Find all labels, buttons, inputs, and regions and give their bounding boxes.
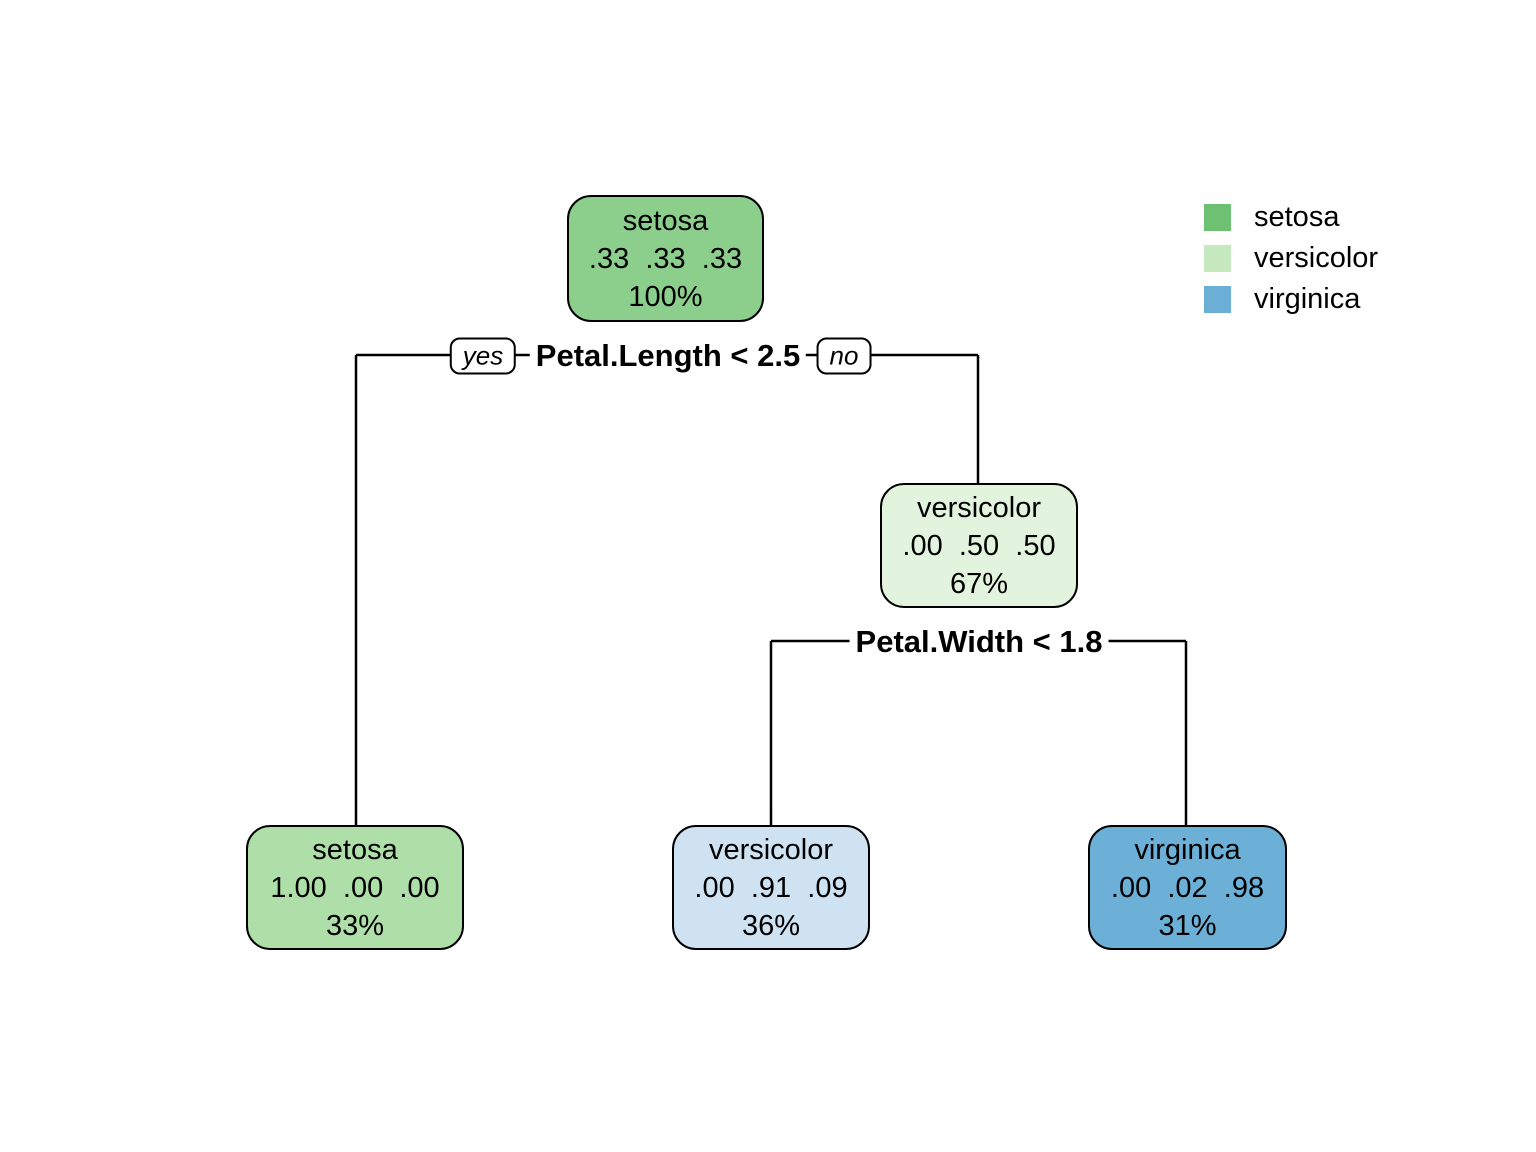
legend-label: versicolor xyxy=(1254,242,1379,274)
node-class-label: virginica xyxy=(1134,833,1241,866)
node-class-label: setosa xyxy=(622,204,709,237)
node-percent: 31% xyxy=(1158,909,1217,942)
legend-item-versicolor: versicolor xyxy=(1204,244,1378,273)
node-class-label: setosa xyxy=(312,833,398,866)
legend-item-virginica: virginica xyxy=(1204,285,1378,314)
split-condition-petal-length: Petal.Length < 2.5 xyxy=(529,339,807,373)
branch-yes-label: yes xyxy=(449,337,517,375)
node-percent: 36% xyxy=(741,909,801,942)
node-percent: 67% xyxy=(949,567,1009,600)
legend-swatch-setosa xyxy=(1204,204,1231,231)
legend-swatch-virginica xyxy=(1204,286,1231,313)
leaf-setosa: setosa 1.00 .00 .00 33% xyxy=(246,825,464,950)
node-probabilities: .00 .50 .50 xyxy=(902,529,1056,562)
legend-item-setosa: setosa xyxy=(1204,203,1378,232)
node-probabilities: .00 .91 .09 xyxy=(694,871,848,904)
node-probabilities: .33 .33 .33 xyxy=(588,242,743,275)
node-internal-versicolor: versicolor .00 .50 .50 67% xyxy=(880,483,1078,608)
leaf-versicolor: versicolor .00 .91 .09 36% xyxy=(672,825,870,950)
leaf-virginica: virginica .00 .02 .98 31% xyxy=(1088,825,1287,950)
legend-label: setosa xyxy=(1254,201,1340,233)
node-class-label: versicolor xyxy=(708,833,834,866)
node-class-label: versicolor xyxy=(916,491,1042,524)
class-legend: setosa versicolor virginica xyxy=(1204,203,1378,314)
split-condition-petal-width: Petal.Width < 1.8 xyxy=(849,625,1109,659)
legend-swatch-versicolor xyxy=(1204,245,1231,272)
node-percent: 100% xyxy=(628,280,703,313)
node-root-setosa: setosa .33 .33 .33 100% xyxy=(567,195,764,322)
node-probabilities: 1.00 .00 .00 xyxy=(270,871,440,904)
node-percent: 33% xyxy=(325,909,385,942)
legend-label: virginica xyxy=(1254,283,1361,315)
branch-no-label: no xyxy=(816,337,872,375)
node-probabilities: .00 .02 .98 xyxy=(1110,871,1265,904)
